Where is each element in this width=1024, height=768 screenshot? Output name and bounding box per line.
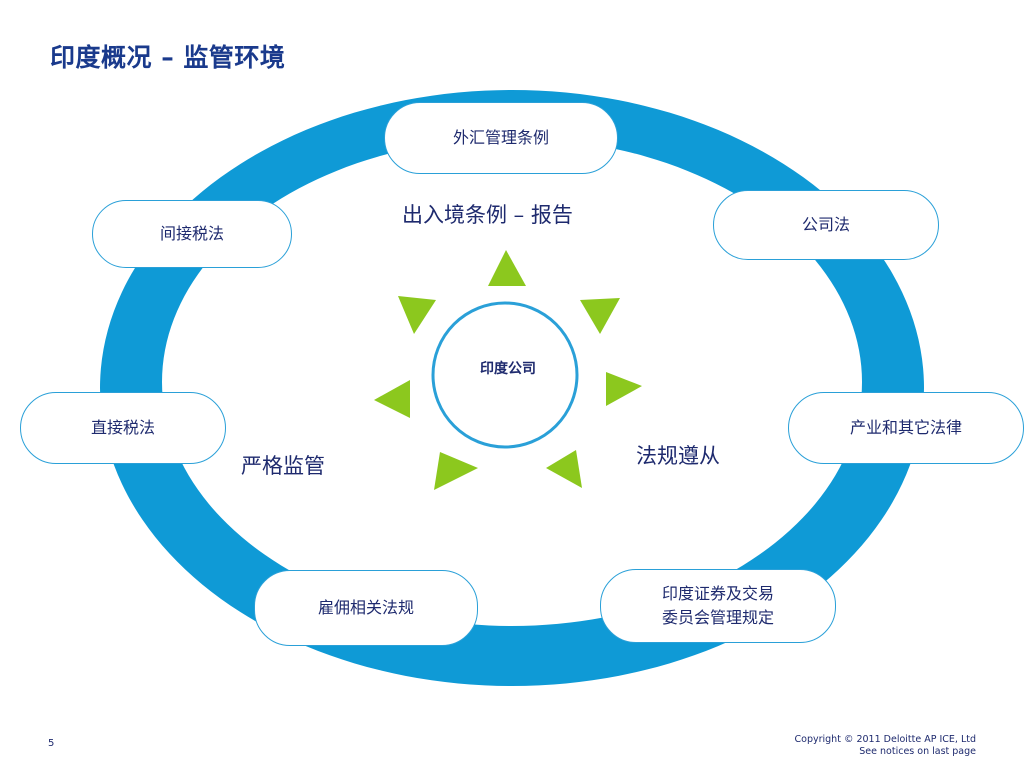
node-indirect-tax-label: 间接税法	[159, 224, 224, 243]
center-label: 印度公司	[480, 361, 536, 377]
center-circle	[431, 301, 579, 449]
arrow-bottom-right	[546, 450, 582, 488]
node-company-law-label: 公司法	[801, 215, 850, 234]
arrow-top	[488, 250, 526, 286]
arrow-left	[374, 380, 410, 418]
inner-label-right: 法规遵从	[636, 444, 720, 468]
node-indirect-tax: 间接税法	[92, 200, 292, 268]
node-industry-law: 产业和其它法律	[788, 392, 1024, 464]
page-title: 印度概况 – 监管环境	[50, 43, 286, 72]
arrow-bottom-left	[434, 452, 478, 490]
inner-label-top: 出入境条例 – 报告	[402, 203, 573, 227]
copyright-line: Copyright © 2011 Deloitte AP ICE, Ltd	[794, 734, 977, 745]
page-number: 5	[48, 738, 55, 749]
arrow-top-right	[580, 298, 620, 334]
node-employment-regulations: 雇佣相关法规	[254, 570, 478, 646]
node-employment-label: 雇佣相关法规	[317, 598, 414, 617]
node-forex-label: 外汇管理条例	[452, 128, 549, 147]
arrow-top-left	[398, 296, 436, 334]
node-company-law: 公司法	[713, 190, 939, 260]
inner-label-left: 严格监管	[241, 454, 325, 478]
notices-line: See notices on last page	[859, 746, 976, 757]
arrow-right	[606, 372, 642, 406]
node-sebi-label-line2: 委员会管理规定	[661, 608, 774, 627]
copyright-notice: Copyright © 2011 Deloitte AP ICE, Ltd Se…	[795, 734, 977, 758]
node-direct-tax-label: 直接税法	[90, 418, 155, 437]
node-forex-regulations: 外汇管理条例	[384, 102, 618, 174]
node-sebi-regulations: 印度证券及交易 委员会管理规定	[600, 569, 836, 643]
node-sebi-label-line1: 印度证券及交易	[661, 584, 774, 603]
node-direct-tax: 直接税法	[20, 392, 226, 464]
node-industry-law-label: 产业和其它法律	[849, 418, 962, 437]
